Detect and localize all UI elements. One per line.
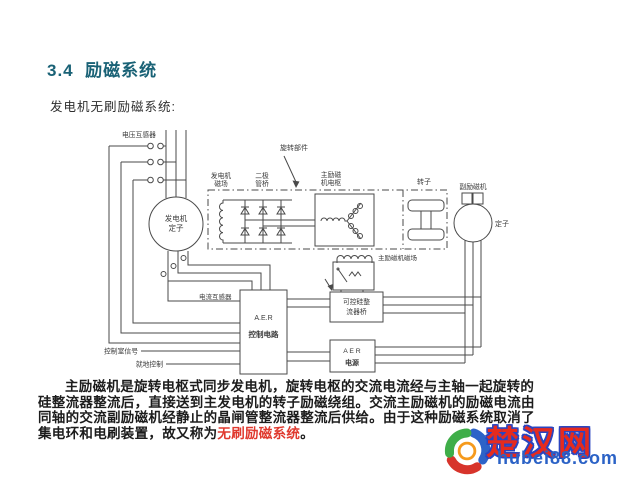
label-generator-field-1: 发电机 <box>211 171 232 180</box>
diagram-wiring <box>108 130 493 365</box>
thyristor-bridge-box <box>329 291 384 323</box>
label-pilot-exciter-stator: 定子 <box>495 219 509 228</box>
label-thyristor-bridge-1: 可控硅整 <box>343 297 370 306</box>
label-control-room-signal: 控制室信号 <box>104 347 138 356</box>
label-rotor: 转子 <box>417 177 431 186</box>
excitation-system-diagram: 电压互感器 发电机 定子 旋转部件 发电机 磁场 二极 管桥 主励磁 机电枢 转… <box>104 130 509 375</box>
paragraph-line-1: 主励磁机是旋转电枢式同步发电机，旋转电枢的交流电流经与主轴一起旋转的 <box>65 379 535 394</box>
label-aer-control-1: A.E.R <box>254 315 272 322</box>
generator-stator-circle <box>148 196 204 252</box>
arrowheads <box>292 180 333 291</box>
paragraph-line-4: 集电环和电刷装置，故又称为 <box>38 425 218 441</box>
page-title: 3.4 励磁系统 <box>47 61 158 80</box>
label-current-transformer: 电流互感器 <box>199 292 232 301</box>
site-logo-icon <box>444 428 491 475</box>
label-generator-field-2: 磁场 <box>214 179 228 188</box>
label-diode-bridge-1: 二极 <box>255 171 269 180</box>
diagram-labels: 电压互感器 发电机 定子 旋转部件 发电机 磁场 二极 管桥 主励磁 机电枢 转… <box>104 130 509 369</box>
label-aer-control-2: 控制电路 <box>249 329 279 339</box>
label-main-exciter-armature-2: 机电枢 <box>321 178 342 187</box>
paragraph-line-3: 同轴的交流副励磁机经静止的晶闸管整流器整流后供给。由于这种励磁系统取消了 <box>38 410 535 426</box>
label-pilot-exciter: 副励磁机 <box>459 182 486 191</box>
label-aer-power-2: 电源 <box>345 358 359 367</box>
label-rotating-parts: 旋转部件 <box>280 143 308 152</box>
aer-control-box <box>239 289 288 375</box>
label-local-control: 就地控制 <box>136 360 163 369</box>
label-diode-bridge-2: 管桥 <box>255 179 269 188</box>
paragraph-line-4-end: 。 <box>300 425 315 441</box>
body-paragraph: 主励磁机是旋转电枢式同步发电机，旋转电枢的交流电流经与主轴一起旋转的 硅整流器整… <box>38 379 626 441</box>
label-main-exciter-field: 主励磁机磁场 <box>378 253 418 262</box>
label-main-exciter-armature-1: 主励磁 <box>321 170 342 179</box>
diagram-boxes <box>239 289 384 375</box>
highlight-brushless-term: 无刷励磁系统 <box>217 425 301 441</box>
aer-power-box <box>329 339 376 373</box>
watermark-site-name: 楚汉网 <box>486 424 594 461</box>
label-thyristor-bridge-2: 流器桥 <box>346 307 367 316</box>
label-voltage-transformer: 电压互感器 <box>122 130 156 139</box>
paragraph-line-2: 硅整流器整流后，直接送到主发电机的转子励磁绕组。交流主励磁机的励磁电流由 <box>38 394 535 410</box>
label-aer-power-1: A E R <box>343 348 360 355</box>
label-generator-stator-1: 发电机 <box>165 213 188 223</box>
slide-subtitle: 发电机无刷励磁系统: <box>50 100 176 114</box>
label-generator-stator-2: 定子 <box>169 223 184 233</box>
watermark-site-url: hubei88.com <box>497 448 619 468</box>
